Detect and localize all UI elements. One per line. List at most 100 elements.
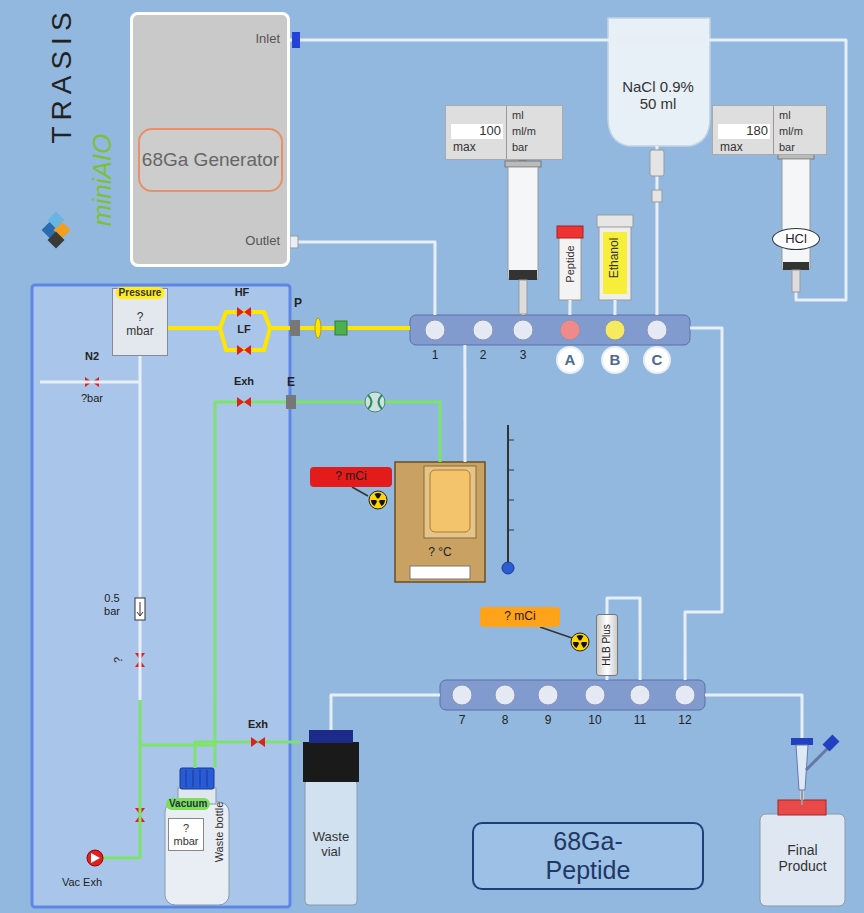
radiation-symbol [376,498,380,502]
node-text: ? °C [395,546,485,560]
valve-label: HF [235,286,250,299]
vacuum-pump [87,850,103,866]
node-text: max [720,141,743,155]
tube-connector [463,345,466,462]
node-text: A [565,351,576,368]
generator-housing: 68Ga GeneratorInletOutlet [130,12,290,267]
sterile-filter [791,738,813,745]
inlet-fitting [292,32,300,48]
ethanol-vial [597,215,633,227]
e-port [286,395,296,409]
node-text: ? mCi [504,610,535,624]
upper-manifold [410,315,690,345]
radiation-symbol [571,633,589,651]
heater-block [410,566,470,579]
trasis-logo [48,232,65,249]
radiation-symbol [571,633,589,651]
lower-manifold [538,685,558,705]
node-text: B [610,351,621,368]
node-text: 9 [545,714,552,728]
valve-label: ? [112,657,125,663]
node-text: ? mCi [335,470,366,484]
node-text: C [652,351,663,368]
radiation-symbol [573,635,587,648]
node-text: HLB Plus [601,624,613,666]
node-text: Pressure [116,287,165,299]
node-text: 2 [480,349,487,363]
syringe [505,150,541,314]
tube-connector [168,312,410,328]
position-marker: C [643,346,671,374]
panel-tubing [103,857,140,860]
radiation-symbol [371,493,385,506]
node-text: 100 [451,124,501,139]
control-panel [32,285,290,907]
panel-tubing [139,700,142,858]
tube-connector [613,300,616,315]
hcl-reservoir: HCl [772,228,820,250]
pressure-regulator [137,602,143,616]
node-text: 11 [634,714,646,728]
waste-bottle [207,770,208,787]
tube-connector [331,695,440,730]
node-text: 68Ga- Peptide [523,827,653,885]
upper-manifold [410,315,690,345]
spike-chamber [650,150,664,202]
lower-manifold [452,685,472,705]
product-vial: Final Product [755,800,850,905]
e-port [286,395,296,409]
node-text: ? mbar [113,311,167,339]
panel-tubing [40,356,215,858]
waste-vial [303,730,359,905]
radiation-symbol [578,640,582,644]
node-text: max [453,141,476,155]
waste-bottle [180,768,214,789]
thermometer [502,562,514,574]
node-text: Vacuum [166,798,210,810]
leader-line [352,487,368,496]
port-label: P [294,297,302,311]
node-text: ml/m [512,125,536,138]
product-name: miniAIO [88,134,118,226]
regulator-setting: 0.5 bar [99,592,125,617]
heater-block [395,462,485,582]
hcl-syringe [778,144,814,292]
node-text: 3 [520,349,527,363]
upper-manifold [425,320,445,340]
waste-vial: Waste vial [300,730,362,908]
sterile-filter [801,790,803,805]
node-text: 1 [432,349,439,363]
upper-manifold [560,320,580,340]
lower-manifold [440,680,705,710]
sterile-filter [791,735,839,805]
node-text: ml [779,109,791,122]
node-text: Final Product [763,842,842,874]
sterile-filter [823,735,840,752]
ethanol-vial [603,232,627,294]
valve [85,307,265,822]
tube-connector [685,328,722,680]
spike-chamber [652,190,662,202]
valve [237,345,251,355]
activity-badge: ? mCi [310,467,392,487]
pressure-regulator [135,598,145,620]
node-text: ? mbar [168,818,204,851]
syringe-display: 100maxmlml/mbar [445,105,563,160]
product-bottle [760,814,845,906]
tube-connector [705,695,802,800]
hcl-syringe [782,159,810,269]
syringe [519,280,527,314]
node-text: 68Ga Generator [142,149,279,171]
outlet-fitting [290,236,298,248]
activity-badge: ? mCi [480,607,560,627]
spike-chamber [650,150,664,176]
saline-bag [608,18,710,146]
pump-label: Vac Exh [62,876,102,889]
ethanol-vial [599,226,631,300]
heater-block [430,470,470,532]
peptide-vial [559,236,581,300]
control-panel [32,285,290,907]
vacuum-pump [91,853,100,863]
